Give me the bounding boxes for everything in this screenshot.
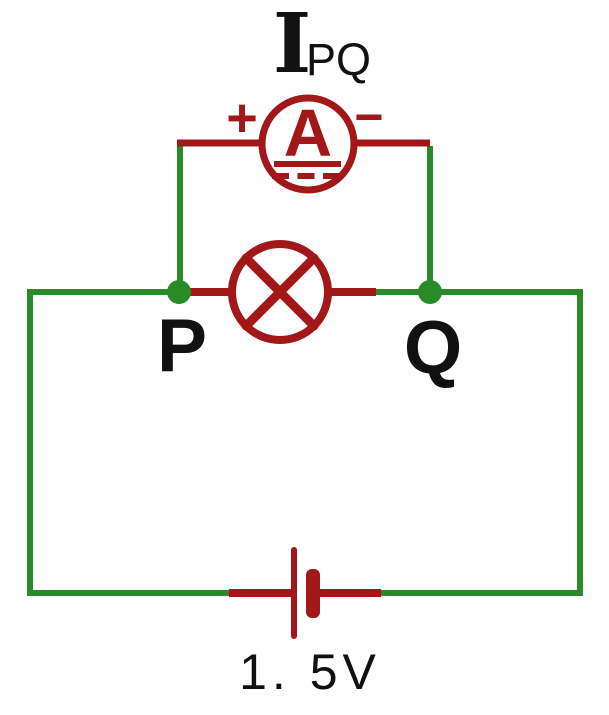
lamp-symbol <box>228 240 332 344</box>
ammeter-letter-a: A <box>284 96 332 171</box>
junction-dot-q <box>418 280 442 304</box>
green-wires <box>27 146 583 596</box>
battery-negative-plate <box>306 569 320 618</box>
wire-left-loop <box>27 289 233 596</box>
lamp-cross-icon <box>241 253 319 331</box>
junction-dots <box>167 280 442 304</box>
ammeter-marks: A + − <box>226 88 383 171</box>
ammeter-plus-sign: + <box>226 88 258 148</box>
node-label-p: P <box>157 303 207 387</box>
labels: I PQ P Q 1. 5V <box>157 0 462 700</box>
ammeter-symbol <box>258 94 358 194</box>
battery-voltage-label: 1. 5V <box>239 644 381 700</box>
wire-right-loop <box>374 289 583 596</box>
node-label-q: Q <box>404 305 462 389</box>
current-label-subscript: PQ <box>306 34 371 85</box>
red-wires <box>177 139 430 639</box>
junction-dot-p <box>167 280 191 304</box>
current-label: I <box>273 0 311 92</box>
ammeter-minus-sign: − <box>354 89 383 145</box>
